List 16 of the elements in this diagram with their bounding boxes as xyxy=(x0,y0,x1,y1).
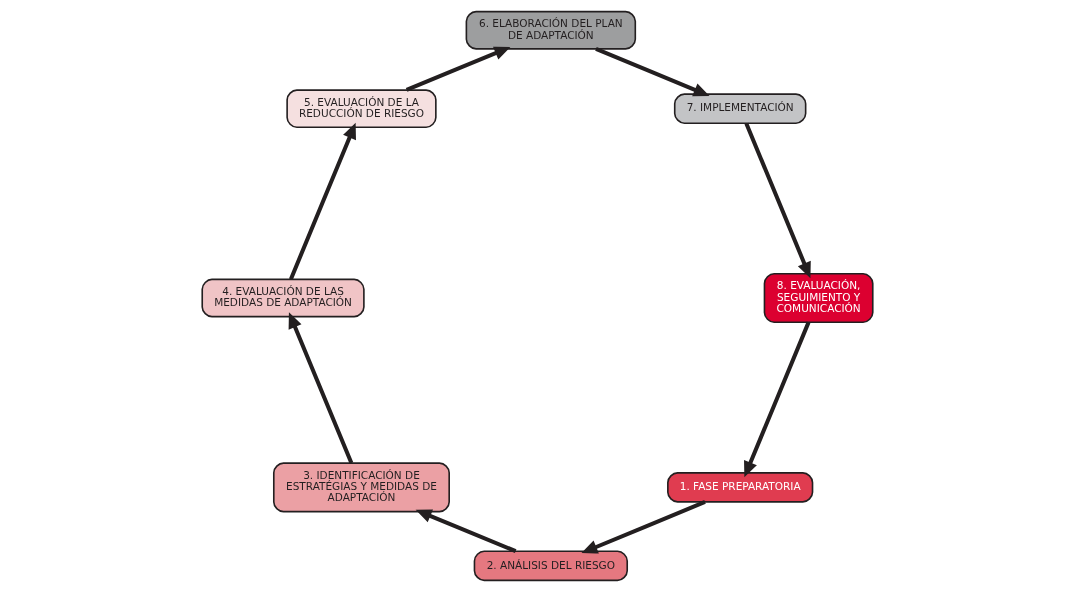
node-box: 8. EVALUACIÓN, SEGUIMIENTO Y COMUNICACIÓN xyxy=(763,272,874,324)
arrow xyxy=(595,47,710,97)
arrow xyxy=(744,321,811,478)
arrow xyxy=(744,122,811,279)
node-box: 1. FASE PREPARATORIA xyxy=(667,472,814,503)
arrow xyxy=(581,500,706,554)
arrow xyxy=(415,509,517,554)
node-box: 6. ELABORACIÓN DEL PLAN DE ADAPTACIÓN xyxy=(465,10,637,50)
node-box: 2. ANÁLISIS DEL RIESGO xyxy=(473,550,629,582)
arrow xyxy=(288,312,354,464)
node-box: 4. EVALUACIÓN DE LAS MEDIDAS DE ADAPTACIÓN xyxy=(201,278,365,318)
node-box: 5. EVALUACIÓN DE LA REDUCCIÓN DE RIESGO xyxy=(286,89,437,129)
arrow xyxy=(289,122,356,280)
arrow xyxy=(405,46,511,92)
node-box: 3. IDENTIFICACIÓN DE ESTRATÉGIAS Y MEDIDAS DE ADAPTACIÓN xyxy=(273,462,450,513)
node-box: 7. IMPLEMENTACIÓN xyxy=(673,93,807,125)
